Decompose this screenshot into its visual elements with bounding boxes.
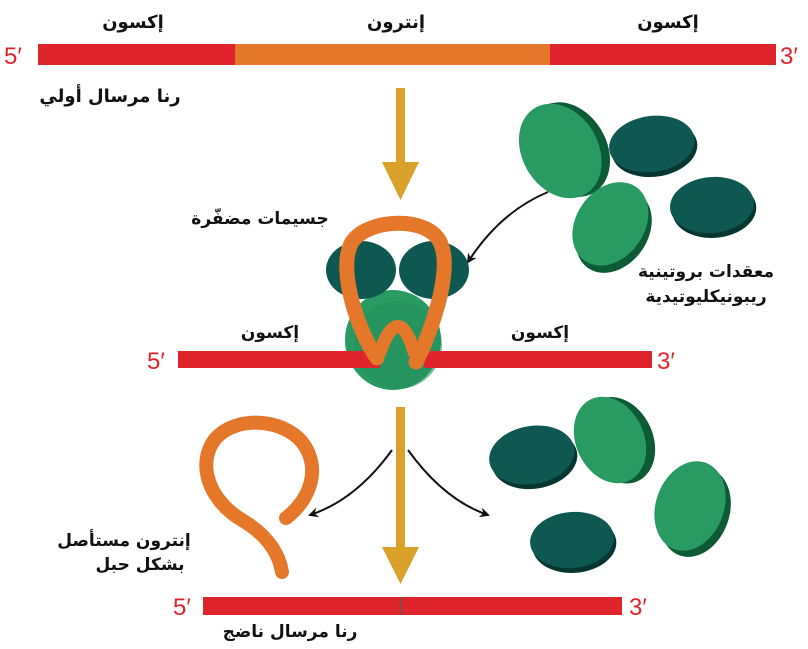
branch-arrow-left [310,450,392,515]
spliceosome-dark-left [326,241,396,299]
snrnp-cluster-top [502,85,758,288]
snrnp-dark-4 [528,508,619,576]
exon-segment-left [38,44,235,65]
five-prime-end-top: 5′ [4,43,22,70]
snrnp-dark-1 [605,110,701,183]
exon-label-mid-right: إكسون [511,323,569,343]
spliceosome-label: جسيمات مضفّرة [191,207,328,229]
pre-mrna-label: رنا مرسال أولي [39,84,180,107]
three-prime-end-mid: 3′ [657,348,675,375]
snrnp-light-4 [641,451,744,567]
three-prime-end-bottom: 3′ [629,594,647,621]
snrnp-cluster-bottom [484,381,744,576]
intron-segment [235,44,550,65]
lariat-label-line2: بشكل حبل [95,555,184,575]
mature-mrna-strand [203,597,622,615]
five-prime-end-bottom: 5′ [173,594,191,621]
mature-mrna-label: رنا مرسال ناضج [223,622,358,642]
snrnp-label-line2: ريبونيكليوتيدية [645,287,766,307]
exon-segment-right [550,44,776,65]
three-prime-end-top: 3′ [780,43,798,70]
exon-label-mid-left: إكسون [241,323,299,343]
down-arrow-1 [382,88,419,200]
pre-mrna-strand [38,44,776,65]
lariat-label-line1: إنترون مستأصل [57,529,190,551]
down-arrow-2 [382,407,419,584]
snrnp-dark-2 [668,173,759,241]
exon-mid-right-bar [424,351,652,368]
five-prime-end-mid: 5′ [147,348,165,375]
excised-lariat [206,423,312,572]
exon-label-top-right: إكسون [637,12,699,33]
assembly-arrow [468,192,548,262]
mature-exon-right [402,597,622,615]
exon-label-top-left: إكسون [102,12,164,33]
snrnp-dark-3 [484,419,582,496]
exon-mid-left-bar [178,351,380,368]
snrnp-label-line1: معقدات بروتينية [638,262,774,282]
intron-label-top: إنترون [367,12,425,33]
mature-exon-left [203,597,400,615]
branch-arrow-right [408,450,488,515]
snrnp-light-3 [560,381,669,498]
